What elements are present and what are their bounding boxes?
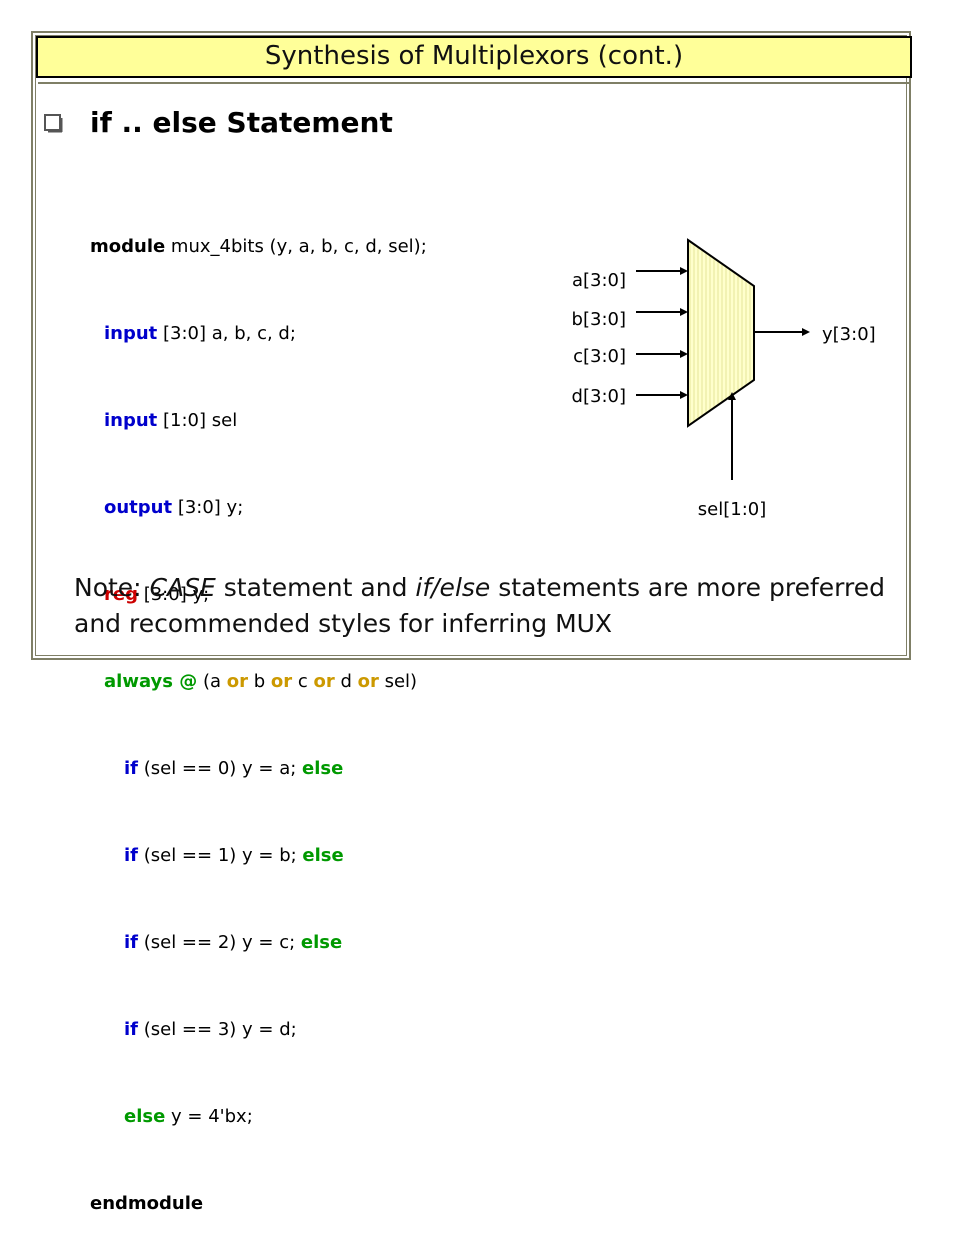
keyword-or: or — [226, 671, 249, 692]
keyword: if — [124, 845, 139, 866]
keyword-or: or — [313, 671, 335, 692]
note-text: Note: CASE statement and if/else stateme… — [74, 570, 894, 642]
note-ifelse: if/else — [415, 573, 491, 602]
arrow-head-icon — [680, 350, 688, 358]
note-part: statements are more preferred and recomm… — [74, 573, 885, 638]
code-line-1: module mux_4bits (y, a, b, c, d, sel); — [90, 232, 427, 261]
mux-body — [687, 238, 755, 428]
code-text: b — [248, 671, 271, 692]
keyword: input — [104, 410, 158, 431]
select-label: sel[1:0] — [698, 499, 766, 520]
code-text: sel) — [378, 671, 418, 692]
note-part: statement and — [215, 573, 416, 602]
keyword: if — [124, 758, 139, 779]
code-text: [3:0] y; — [172, 497, 244, 518]
verilog-code-block: module mux_4bits (y, a, b, c, d, sel); i… — [90, 174, 427, 1247]
arrow-head-icon — [680, 267, 688, 275]
keyword: module — [90, 236, 166, 257]
output-label-y: y[3:0] — [822, 324, 876, 345]
arrow-head-icon — [680, 308, 688, 316]
slide-title: Synthesis of Multiplexors (cont.) — [36, 36, 912, 84]
code-line-12: endmodule — [90, 1189, 427, 1218]
slide-frame — [31, 31, 911, 660]
slide-frame-inner — [35, 35, 907, 656]
input-label-d: d[3:0] — [572, 386, 626, 407]
note-case: CASE — [149, 573, 216, 602]
code-text: [3:0] y; — [137, 584, 210, 605]
input-label-a: a[3:0] — [572, 270, 626, 291]
code-text: c — [292, 671, 314, 692]
keyword: if — [124, 932, 139, 953]
keyword: else — [300, 932, 343, 953]
code-line-4: output [3:0] y; — [90, 493, 427, 522]
code-text: (a — [197, 671, 227, 692]
keyword: endmodule — [90, 1193, 204, 1214]
input-label-b: b[3:0] — [572, 309, 626, 330]
code-text: y = 4'bx; — [165, 1106, 253, 1127]
keyword: input — [104, 323, 158, 344]
mux-diagram: a[3:0] b[3:0] c[3:0] d[3:0] y[3:0] sel[1… — [572, 238, 876, 520]
code-line-2: input [3:0] a, b, c, d; — [90, 319, 427, 348]
arrow-head-icon — [728, 392, 736, 400]
input-label-c: c[3:0] — [573, 346, 626, 367]
checkbox-bullet-icon — [44, 114, 63, 133]
code-line-11: else y = 4'bx; — [90, 1102, 427, 1131]
keyword: else — [124, 1106, 166, 1127]
keyword: reg — [104, 584, 138, 605]
keyword: else — [302, 845, 344, 866]
arrow-head-icon — [802, 328, 810, 336]
code-text: mux_4bits (y, a, b, c, d, sel); — [165, 236, 427, 257]
code-line-10: if (sel == 3) y = d; — [90, 1015, 427, 1044]
code-text: [1:0] sel — [157, 410, 238, 431]
keyword-or: or — [357, 671, 379, 692]
code-text: (sel == 1) y = b; — [138, 845, 303, 866]
note-part: Note: — [74, 573, 150, 602]
code-line-7: if (sel == 0) y = a; else — [90, 754, 427, 783]
arrow-head-icon — [680, 391, 688, 399]
keyword: else — [302, 758, 344, 779]
code-line-5: reg [3:0] y; — [90, 580, 427, 609]
code-text: [3:0] a, b, c, d; — [157, 323, 296, 344]
code-line-6: always @ (a or b or c or d or sel) — [90, 667, 427, 696]
code-text: d — [334, 671, 358, 692]
section-heading: if .. else Statement — [90, 106, 393, 139]
code-text: (sel == 3) y = d; — [138, 1019, 297, 1040]
code-line-9: if (sel == 2) y = c; else — [90, 928, 427, 957]
keyword-or: or — [270, 671, 293, 692]
code-text: (sel == 0) y = a; — [138, 758, 303, 779]
keyword: if — [124, 1019, 139, 1040]
code-line-8: if (sel == 1) y = b; else — [90, 841, 427, 870]
keyword-at: @ — [173, 671, 198, 692]
code-text: (sel == 2) y = c; — [138, 932, 301, 953]
keyword: output — [104, 497, 173, 518]
keyword: always — [104, 671, 173, 692]
code-line-3: input [1:0] sel — [90, 406, 427, 435]
